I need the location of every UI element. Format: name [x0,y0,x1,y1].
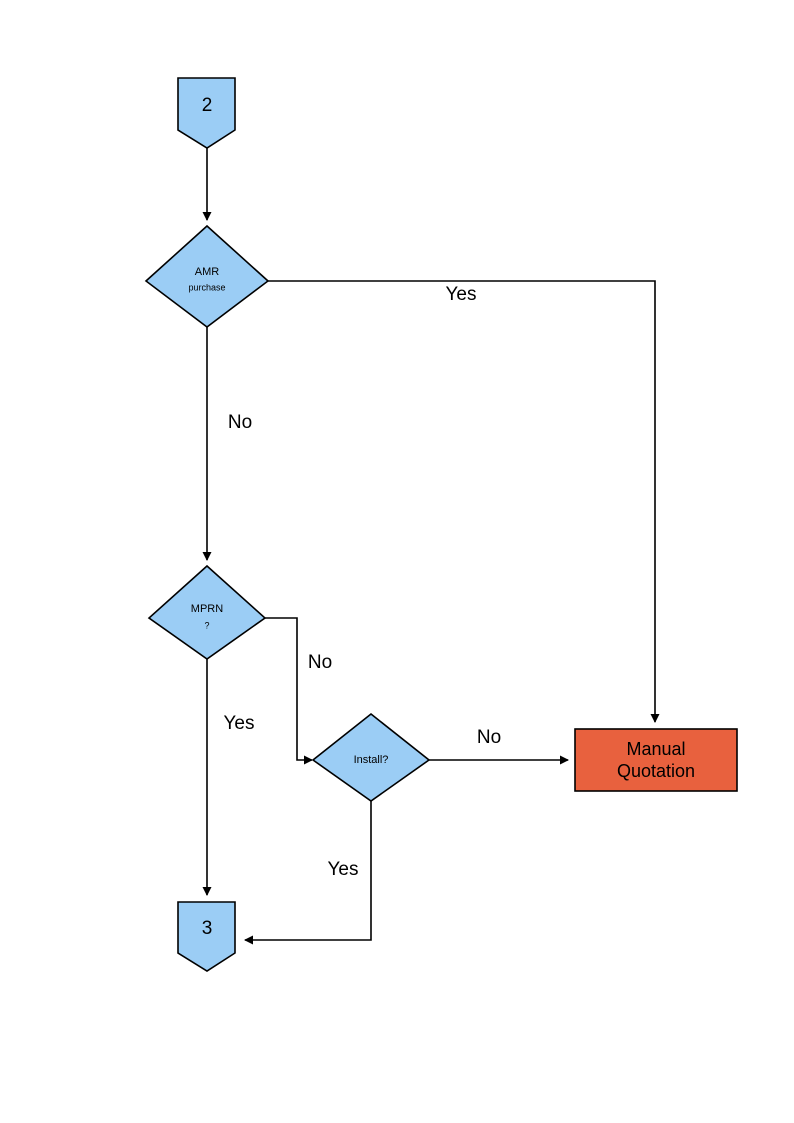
amr-decision-label-line2: purchase [188,282,225,292]
edge-install-no: No [429,727,569,765]
node-mprn-decision[interactable]: MPRN ? [147,564,267,660]
connector-in-shape[interactable] [177,77,236,149]
edge-amr-no: No [202,322,252,561]
edge-label-install-yes: Yes [328,859,359,880]
edge-install-yes: Yes [244,795,372,945]
edge-label-install-no: No [477,727,501,748]
node-amr-decision[interactable]: AMR purchase [144,224,270,329]
manual-quotation-shape[interactable] [574,728,738,792]
edge-label-amr-yes: Yes [446,284,477,305]
install-decision-label: Install? [354,754,389,766]
edge-label-mprn-yes: Yes [224,713,255,734]
edge-mprn-yes: Yes [202,655,255,896]
edge-label-mprn-no: No [308,652,332,673]
amr-decision-shape[interactable] [144,224,270,329]
manual-quotation-label-line1: Manual [626,739,685,759]
connector-out-label: 3 [202,918,213,939]
mprn-decision-label-line1: MPRN [191,603,223,615]
edge-amr-yes: Yes [268,280,660,723]
install-decision-shape[interactable] [311,712,431,802]
connector-out-shape[interactable] [177,901,236,972]
amr-decision-label-line1: AMR [195,266,220,278]
edge-label-amr-no: No [228,412,252,433]
node-manual-quotation[interactable]: Manual Quotation [574,728,738,792]
node-connector-out[interactable]: 3 [177,901,236,972]
manual-quotation-label-line2: Quotation [617,761,695,781]
node-connector-in[interactable]: 2 [177,77,236,149]
mprn-decision-label-line2: ? [204,620,209,630]
connector-in-label: 2 [202,95,213,116]
mprn-decision-shape[interactable] [147,564,267,660]
node-install-decision[interactable]: Install? [311,712,431,802]
edge-mprn-no: No [265,617,332,765]
